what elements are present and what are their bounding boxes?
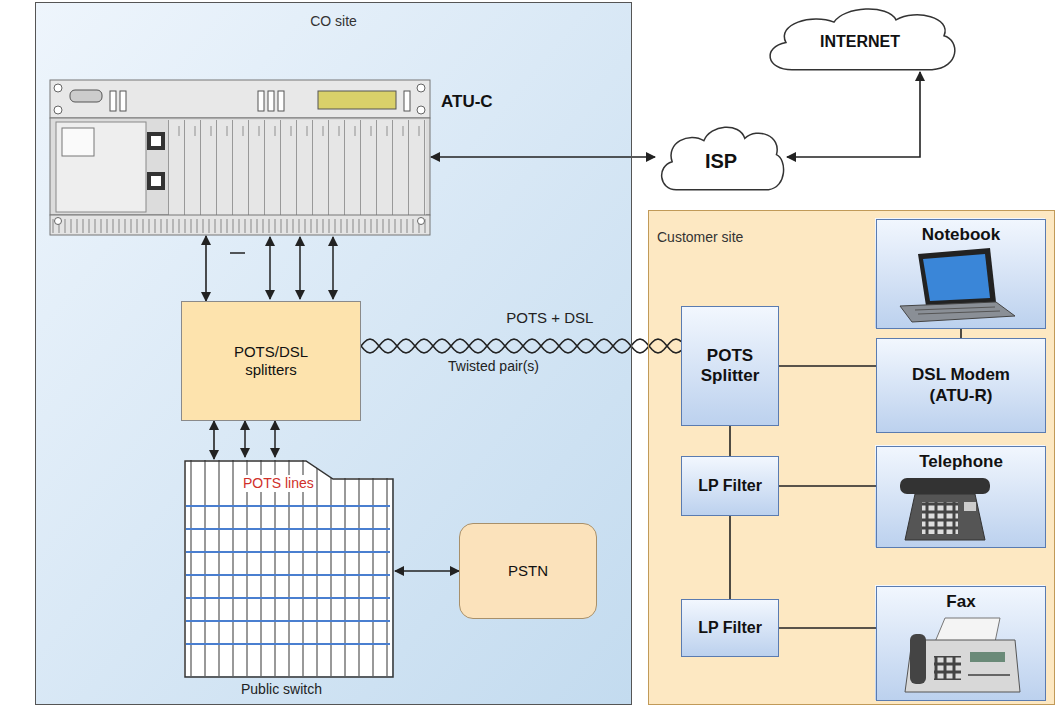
connector-line (361, 339, 681, 353)
cloud-shape: ISP (655, 122, 787, 192)
connector-line (395, 570, 459, 572)
connector-line (213, 421, 215, 459)
connector-line (787, 72, 920, 157)
splitter-box: POTS/DSL splitters (181, 301, 361, 421)
connector (431, 157, 655, 158)
telephone-icon (900, 478, 990, 540)
switch-outline (183, 459, 395, 679)
device-box: Telephone (876, 446, 1046, 548)
connector-line (361, 339, 681, 353)
fax-icon (905, 618, 1020, 692)
site-panel: CO siteATU-C POTS/DSL splittersPOTS lines… (35, 2, 632, 705)
co-panel-fill (35, 2, 632, 705)
node-label: Notebook (922, 225, 1000, 245)
connector (730, 516, 731, 599)
connector (206, 236, 207, 301)
connector (961, 329, 962, 338)
filter-box: LP Filter (681, 456, 779, 516)
telephone-box-fill (875, 445, 1045, 547)
connector-line (779, 627, 876, 629)
connector-line (205, 236, 207, 301)
connector-line (779, 485, 876, 487)
node-label: DSL Modem (ATU-R) (901, 365, 1021, 406)
cloud-shape: INTERNET (760, 4, 960, 72)
connector (361, 339, 681, 353)
edge-label: POTS + DSL (506, 309, 593, 326)
connector (787, 72, 920, 157)
rack-equipment: ATU-C (51, 81, 431, 236)
node-label: Public switch (241, 681, 322, 698)
connector-line (729, 516, 731, 599)
node-label: Telephone (919, 452, 1003, 472)
connector-line (729, 426, 731, 456)
cloud-path (662, 127, 784, 189)
device-box: Notebook (876, 219, 1046, 329)
node-label: PSTN (508, 562, 548, 580)
node-label: ATU-C (441, 92, 493, 112)
connector (395, 571, 459, 572)
cable-label: Twisted pair(s) (448, 358, 539, 374)
connector (214, 421, 215, 459)
switch-path (185, 461, 393, 677)
network-box: PSTN (459, 523, 597, 619)
node-label: LP Filter (698, 618, 762, 637)
connector (779, 486, 876, 487)
notebook-box-fill (875, 218, 1045, 328)
connector (779, 628, 876, 629)
node-label: POTS Splitter (686, 346, 774, 387)
atu-c-rack (50, 80, 430, 235)
site-panel: Customer site NotebookPOTS Splitter DSL Mo… (648, 210, 1055, 705)
filter-box: LP Filter (681, 599, 779, 657)
node-label: ISP (705, 149, 737, 173)
connector-line (779, 365, 876, 367)
connector (730, 426, 731, 456)
public-switch-art (184, 460, 392, 676)
device-box: Fax (876, 586, 1046, 701)
connector-line (431, 156, 655, 158)
node-label: POTS lines (241, 475, 316, 492)
process-box: DSL Modem (ATU-R) (876, 338, 1046, 433)
node-label: Customer site (657, 229, 743, 246)
customer-panel-fill (648, 210, 1055, 705)
node-label: LP Filter (698, 476, 762, 495)
process-box: POTS Splitter (681, 306, 779, 426)
fax-box-fill (875, 585, 1045, 700)
node-label: INTERNET (820, 32, 900, 51)
connector-line (960, 329, 962, 338)
switch-shape: POTS linesPublic switch (183, 459, 395, 679)
node-label: POTS/DSL splitters (216, 343, 326, 379)
notebook-icon (900, 248, 1015, 322)
node-label: Fax (946, 592, 975, 612)
connector (779, 366, 876, 367)
cloud-path (770, 9, 955, 70)
node-label: CO site (36, 13, 631, 30)
